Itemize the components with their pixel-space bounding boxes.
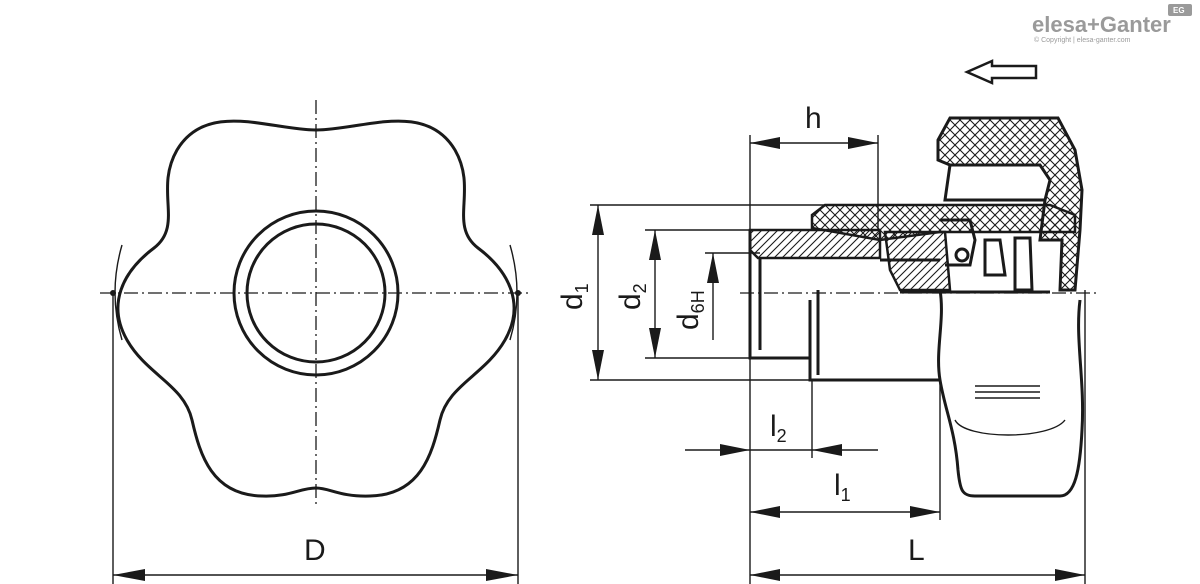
knob-grip-outline: [937, 289, 1085, 498]
dimension-label-d1: d1: [556, 283, 592, 310]
dimension-label-D: D: [304, 534, 326, 567]
bushing-section: [748, 228, 882, 260]
brand-badge: [1168, 4, 1192, 16]
dimension-label-d6H: d6H: [672, 290, 708, 330]
knob-cap-section: [936, 116, 1084, 292]
l1-base: l: [834, 469, 841, 502]
d2-sub: 2: [630, 283, 650, 293]
l1-arrow-left: [750, 506, 780, 518]
dimension-label-h: h: [805, 102, 822, 135]
front-view: D: [100, 100, 530, 584]
l1-sub: 1: [841, 485, 851, 505]
brand-copyright: © Copyright | elesa-ganter.com: [1034, 36, 1131, 44]
right-tip-arc: [509, 244, 518, 341]
spring-coils: [983, 236, 1034, 292]
d1-sub: 1: [572, 283, 592, 293]
dimension-label-l1: l1: [834, 469, 851, 505]
brand-badge-text: EG: [1173, 6, 1185, 15]
h-arrow-right: [848, 137, 878, 149]
L-arrow-right: [1055, 569, 1085, 581]
d2-arrow-bottom: [649, 328, 661, 358]
d2-base: d: [614, 293, 647, 310]
d6h-sub: 6H: [688, 290, 708, 313]
d1-arrow-bottom: [592, 350, 604, 380]
left-tip-arc: [114, 244, 123, 341]
dimension-label-l2: l2: [770, 410, 787, 446]
brand-logo: elesa+Ganter EG © Copyright | elesa-gant…: [1032, 4, 1192, 44]
grip-inner-contour: [954, 419, 1066, 436]
dimension-label-L: L: [908, 534, 925, 567]
d1-arrow-top: [592, 205, 604, 235]
side-view: d1 d2 d6H h l2: [556, 59, 1098, 584]
brand-name: elesa+Ganter: [1032, 12, 1171, 37]
d-arrow-right: [486, 569, 518, 581]
d6h-arrow-top: [707, 253, 719, 283]
shaft-step: [758, 258, 820, 375]
d6h-base: d: [672, 313, 705, 330]
ball-element: [954, 247, 970, 263]
direction-arrow-icon: [963, 59, 1038, 85]
spring-pocket: [940, 218, 977, 267]
l2-base: l: [770, 410, 777, 443]
d2-arrow-top: [649, 230, 661, 260]
l1-arrow-right: [910, 506, 940, 518]
h-arrow-left: [750, 137, 780, 149]
l2-arrow-right: [812, 444, 842, 456]
L-arrow-left: [750, 569, 780, 581]
l2-arrow-left: [720, 444, 750, 456]
d1-base: d: [556, 293, 589, 310]
dimension-label-d2: d2: [614, 283, 650, 310]
d-arrow-left: [113, 569, 145, 581]
knob-cap-inner: [943, 164, 1045, 202]
l2-sub: 2: [777, 426, 787, 446]
